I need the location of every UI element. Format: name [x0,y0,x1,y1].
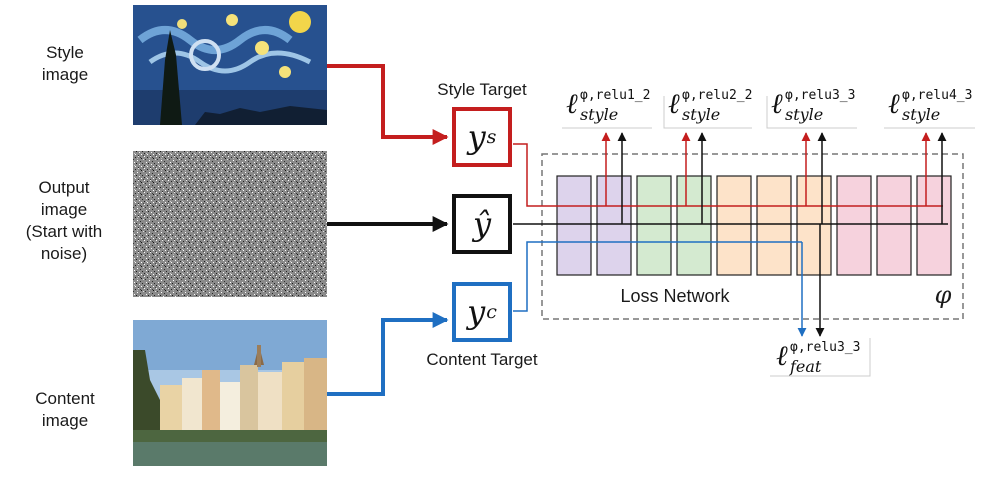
content-feed-line [513,241,802,312]
style-image [133,5,327,125]
output-box: ŷ [452,194,512,254]
style-loss-2-symbol: ℓ [668,87,680,120]
style-loss-2-superscript: φ,relu2_2 [682,88,753,103]
style-loss-relu4-3: ℓ φ,relu4_3 style [888,87,972,123]
style-input-arrow [327,64,449,145]
output-image-label-line1: Output [38,178,90,197]
style-feed-line [513,143,943,207]
content-image-label: Content image [15,388,115,432]
style-loss-4-symbol: ℓ [888,87,900,120]
network-layer-1 [556,175,592,276]
style-loss-1-subscript: style [580,105,619,124]
style-loss-1-symbol: ℓ [566,87,578,120]
output-image-label-line3: (Start with [25,222,103,241]
style-loss-1-superscript: φ,relu1_2 [580,88,651,103]
phi-label: φ [934,281,952,309]
style-target-caption: Style Target [437,80,527,99]
network-layer-3 [636,175,672,276]
network-layer-5 [716,175,752,276]
loss-network-label: Loss Network [620,286,730,306]
style-loss-relu1-2: ℓ φ,relu1_2 style [566,87,650,123]
output-image-label-line2: image [40,200,88,219]
style-loss-relu2-2: ℓ φ,relu2_2 style [668,87,752,123]
style-target-symbol: y [467,118,486,156]
style-loss-3-symbol: ℓ [771,87,783,120]
content-target-caption: Content Target [426,350,538,369]
feat-loss-superscript: φ,relu3_3 [790,340,861,355]
network-layer-6 [756,175,792,276]
feat-loss-subscript: feat [790,357,822,376]
loss-tap-arrows [601,132,947,337]
content-image [133,320,327,466]
style-target-subscript: s [486,126,497,148]
style-loss-2-subscript: style [682,105,721,124]
content-target-symbol: y [467,293,486,331]
output-symbol: ŷ [472,205,492,243]
output-image-label-line4: noise) [40,244,88,263]
feat-loss-symbol: ℓ [776,339,788,372]
style-loss-3-superscript: φ,relu3_3 [785,88,856,103]
output-noise-image [133,151,327,297]
content-image-label-line2: image [41,411,89,430]
network-layer-10 [916,175,952,276]
style-loss-3-subscript: style [785,105,824,124]
network-layers [556,175,952,276]
style-loss-relu3-3: ℓ φ,relu3_3 style [771,87,855,123]
style-image-label: Style image [20,42,110,86]
network-layer-9 [876,175,912,276]
loss-network-border [541,153,964,320]
output-image-label: Output image (Start with noise) [14,177,114,265]
content-input-arrow [327,312,449,396]
feature-loss-relu3-3: ℓ φ,relu3_3 feat [776,339,860,375]
style-loss-4-subscript: style [902,105,941,124]
style-loss-4-superscript: φ,relu4_3 [902,88,973,103]
style-image-label-line1: Style [46,43,84,62]
loss-label-separators [562,96,975,377]
network-layer-2 [596,175,632,276]
network-layer-8 [836,175,872,276]
network-layer-4 [676,175,712,276]
content-target-subscript: c [486,301,497,323]
style-image-label-line2: image [41,65,89,84]
content-image-label-line1: Content [35,389,95,408]
